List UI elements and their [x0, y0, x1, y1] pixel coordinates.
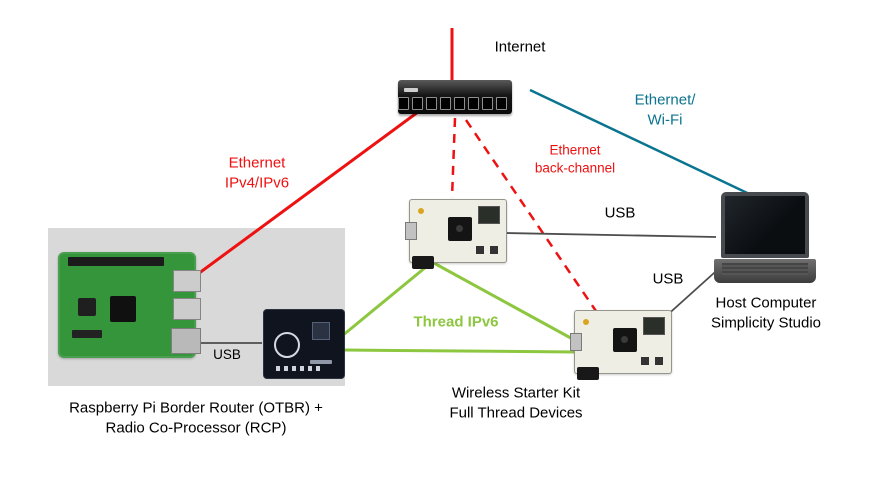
internet-label: Internet	[494, 38, 546, 56]
wstk-connector	[412, 256, 434, 269]
host-computer-laptop	[714, 192, 816, 288]
wstk-button	[490, 246, 498, 254]
laptop-screen	[721, 192, 809, 258]
wstk-radio-chip	[613, 328, 637, 352]
ethernet-ipv4-label: Ethernet IPv4/IPv6	[224, 154, 290, 192]
ethernet-backchannel-label: Ethernet back-channel	[534, 142, 616, 175]
rcp-antenna	[274, 332, 300, 358]
switch-port	[426, 97, 437, 110]
thread-ipv6-label: Thread IPv6	[413, 313, 499, 331]
switch-port	[454, 97, 465, 110]
switch-port	[412, 97, 423, 110]
wstk-usb-port	[570, 333, 582, 351]
wstk-usb-port	[405, 222, 417, 240]
rcp-radio-chip	[312, 322, 330, 340]
wstk-led	[583, 319, 589, 325]
wstk-lcd	[478, 206, 500, 224]
laptop-keyboard	[722, 263, 808, 275]
wstk-lcd	[643, 317, 665, 335]
rpi-cpu-chip	[110, 296, 136, 322]
ethernet-switch	[398, 80, 512, 116]
wstk-caption: Wireless Starter Kit Full Thread Devices	[449, 384, 583, 422]
switch-port	[496, 97, 507, 110]
otbr-caption: Raspberry Pi Border Router (OTBR) + Radi…	[69, 399, 323, 437]
wstk-connector	[577, 367, 599, 380]
switch-port	[440, 97, 451, 110]
wstk-board-1	[405, 199, 507, 269]
wstk-radio-chip	[448, 217, 472, 241]
wstk-button	[476, 246, 484, 254]
switch-port	[398, 97, 409, 110]
rcp-radio-board	[263, 309, 345, 379]
wstk-board-2	[570, 310, 672, 380]
ethernet-wifi-label: Ethernet/ Wi-Fi	[634, 91, 696, 129]
switch-port	[482, 97, 493, 110]
rpi-ethernet-port	[171, 328, 201, 354]
usb-label-rcp: USB	[213, 347, 241, 363]
switch-body	[398, 80, 512, 114]
laptop-keyboard-base	[714, 259, 816, 283]
rpi-gpio-header	[68, 257, 164, 266]
rcp-pads	[276, 366, 320, 371]
backchannel-line-1	[450, 117, 457, 199]
laptop-screen-panel	[725, 196, 805, 254]
rpi-usb-port	[173, 270, 201, 292]
wstk-button	[641, 357, 649, 365]
usb-label-top: USB	[604, 204, 636, 222]
switch-port	[468, 97, 479, 110]
rpi-usb-port	[173, 298, 201, 320]
wstk-button	[655, 357, 663, 365]
host-computer-caption: Host Computer Simplicity Studio	[710, 294, 822, 332]
rpi-ram-chip	[78, 298, 96, 316]
wstk-led	[418, 208, 424, 214]
rpi-camera-connector	[72, 330, 102, 338]
raspberry-pi-board	[58, 252, 201, 358]
usb-line-top	[505, 232, 717, 238]
thread-line-bottom	[343, 348, 577, 354]
switch-logo	[404, 88, 418, 92]
usb-label-bottom: USB	[652, 270, 684, 288]
rcp-silkscreen	[310, 360, 332, 364]
